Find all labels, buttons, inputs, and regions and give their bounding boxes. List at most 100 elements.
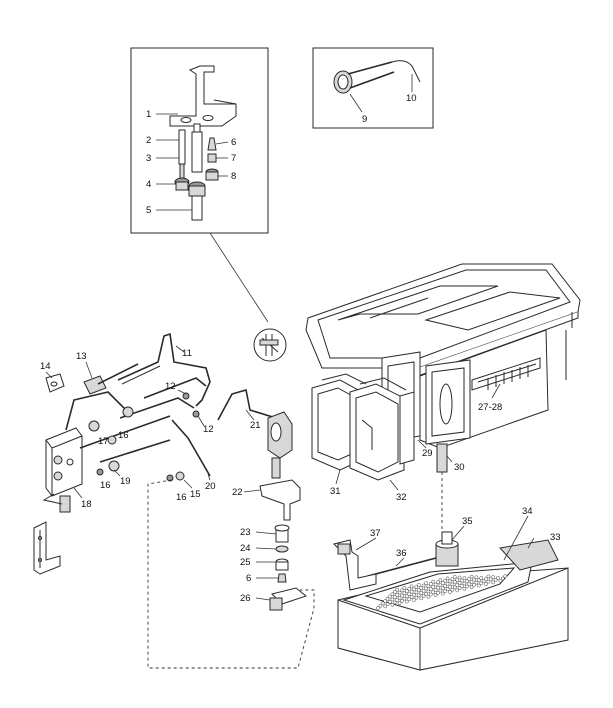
filter-hole xyxy=(397,601,402,606)
filter-hole xyxy=(448,584,452,589)
filter-hole xyxy=(472,577,476,582)
filter-hole xyxy=(390,592,395,597)
filter-hole xyxy=(496,575,500,580)
filter-hole xyxy=(409,595,414,599)
filter-hole xyxy=(503,574,508,579)
filter-hole xyxy=(428,582,433,586)
pilot-assembly: 22 23 24 25 6 26 xyxy=(232,411,308,611)
callout-32: 32 xyxy=(396,492,407,503)
callout-33: 33 xyxy=(550,532,561,543)
filter-hole xyxy=(409,589,414,594)
inset-connector-line xyxy=(209,232,269,323)
callout-12-upper: 12 xyxy=(165,381,176,392)
filter-hole xyxy=(450,582,455,587)
burner-brackets: 31 32 29 30 xyxy=(311,373,465,503)
filter-hole xyxy=(452,585,457,590)
filter-hole xyxy=(464,579,469,584)
callout-13: 13 xyxy=(76,351,87,362)
filter-hole xyxy=(469,585,474,590)
filter-hole xyxy=(390,597,395,602)
filter-hole xyxy=(407,597,412,602)
filter-hole xyxy=(433,588,438,592)
callout-6-lower: 6 xyxy=(246,573,251,584)
filter-hole xyxy=(424,591,428,596)
filter-hole xyxy=(383,604,388,609)
callout-31: 31 xyxy=(330,486,341,497)
callout-17: 17 xyxy=(98,436,109,447)
filter-hole xyxy=(416,593,421,598)
filter-hole xyxy=(419,591,424,595)
callout-11: 11 xyxy=(182,348,192,359)
filter-hole xyxy=(484,576,488,581)
filter-hole xyxy=(431,585,436,589)
inset-thermocouple: 9 10 xyxy=(312,47,434,129)
filter-hole xyxy=(404,589,409,593)
filter-hole xyxy=(397,590,402,595)
filter-hole xyxy=(476,583,481,588)
filter-hole xyxy=(455,577,460,582)
filter-hole xyxy=(397,596,402,600)
callout-25: 25 xyxy=(240,557,251,568)
filter-hole xyxy=(388,599,392,604)
filter-hole xyxy=(491,575,496,579)
filter-hole xyxy=(440,586,445,591)
filter-hole xyxy=(474,580,479,585)
filter-hole xyxy=(493,578,498,582)
callout-16-right: 16 xyxy=(176,492,187,503)
filter-hole xyxy=(448,579,452,584)
filter-hole xyxy=(400,593,404,598)
filter-hole xyxy=(395,593,400,597)
filter-hole xyxy=(450,577,455,581)
callout-3: 3 xyxy=(146,153,151,164)
filter-hole xyxy=(385,602,390,606)
filter-hole xyxy=(436,580,440,585)
filter-hole xyxy=(460,578,464,583)
callout-27-28: 27-28 xyxy=(478,402,502,413)
callout-34: 34 xyxy=(522,506,533,517)
callout-21: 21 xyxy=(250,420,261,431)
filter-hole xyxy=(431,590,436,595)
filter-hole xyxy=(400,588,404,593)
filter-hole xyxy=(491,580,496,585)
filter-hole xyxy=(488,577,493,582)
filter-hole xyxy=(440,591,445,596)
callout-8: 8 xyxy=(231,171,236,182)
filter-hole xyxy=(452,574,457,579)
filter-hole xyxy=(428,592,433,597)
dashed-gas-line xyxy=(147,479,315,669)
filter-hole xyxy=(402,586,407,590)
filter-hole xyxy=(467,582,472,587)
callout-10: 10 xyxy=(406,93,417,104)
callout-9: 9 xyxy=(362,114,367,125)
filter-hole xyxy=(448,590,452,594)
filter-hole xyxy=(395,587,400,592)
filter-hole xyxy=(436,591,440,595)
callout-30: 30 xyxy=(454,462,465,473)
filter-hole xyxy=(469,574,474,579)
filter-hole xyxy=(472,583,476,587)
filter-hole xyxy=(385,596,390,601)
filter-hole xyxy=(392,595,397,600)
filter-hole xyxy=(426,589,431,594)
callout-12-lower: 12 xyxy=(203,424,214,435)
filter-hole xyxy=(464,584,469,589)
filter-hole xyxy=(431,579,436,584)
filter-hole xyxy=(412,587,416,592)
filter-hole xyxy=(428,587,433,592)
filter-hole xyxy=(443,584,448,588)
filter-hole xyxy=(436,585,440,590)
filter-hole xyxy=(498,578,503,583)
callout-35: 35 xyxy=(462,516,473,527)
filter-hole xyxy=(445,587,450,591)
filter-hole xyxy=(474,575,479,580)
filter-hole xyxy=(402,591,407,596)
filter-hole xyxy=(383,599,388,603)
filter-hole xyxy=(445,576,450,581)
filter-hole xyxy=(414,585,419,589)
filter-hole xyxy=(467,577,472,581)
callout-23: 23 xyxy=(240,527,251,538)
filter-hole xyxy=(400,599,404,603)
callout-1: 1 xyxy=(146,109,151,120)
callout-20: 20 xyxy=(205,481,216,492)
